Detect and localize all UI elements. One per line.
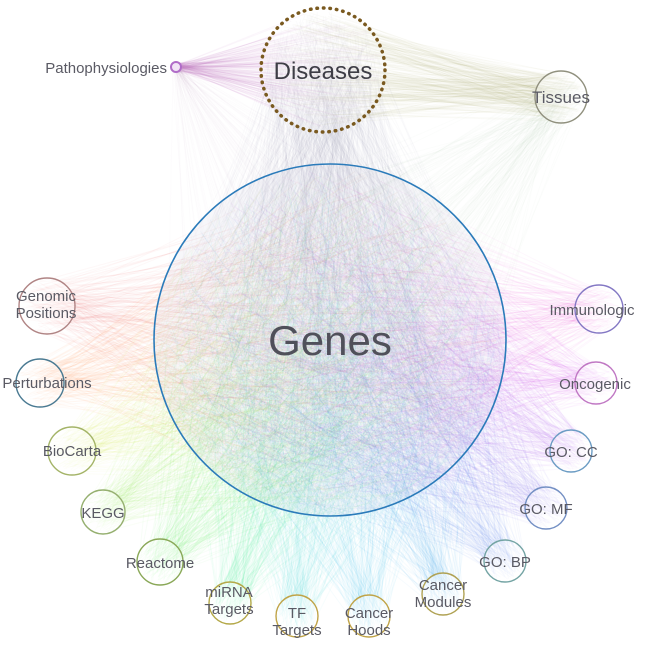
node-go_cc[interactable]: [549, 429, 593, 473]
node-genes[interactable]: [153, 163, 507, 517]
node-reactome-label: Reactome: [126, 555, 194, 572]
node-genes-label: Genes: [268, 317, 392, 364]
edge-bundle-oncogenic-genes: [175, 172, 616, 505]
node-oncogenic-label: Oncogenic: [559, 376, 631, 393]
edge-bundle-biocarta-genes: [50, 175, 497, 503]
node-cancer_hoods[interactable]: [347, 594, 391, 638]
node-tf_targets[interactable]: [275, 594, 319, 638]
node-immunologic-label: Immunologic: [549, 302, 635, 319]
edge-bundles: [17, 12, 621, 636]
edge-bundle-cancer_hoods-genes: [168, 173, 489, 636]
edge-bundle-mirna_targets-genes: [160, 183, 499, 622]
node-immunologic[interactable]: [574, 284, 624, 334]
node-kegg-label: KEGG: [81, 505, 124, 522]
node-biocarta-label: BioCarta: [43, 443, 102, 460]
node-perturbations[interactable]: [15, 358, 65, 408]
edge-bundle-go_cc-genes: [164, 183, 591, 495]
node-cancer_modules[interactable]: [421, 572, 465, 616]
edge-bundle-go_bp-genes: [168, 170, 526, 580]
node-diseases[interactable]: [259, 6, 387, 134]
edge-bundle-cancer_modules-genes: [159, 173, 498, 613]
node-kegg[interactable]: [80, 489, 126, 535]
node-tissues-label: Tissues: [532, 88, 590, 107]
node-mirna_targets[interactable]: [208, 581, 252, 625]
nodes: [15, 6, 624, 638]
edge-bundle-tf_targets-genes: [165, 178, 490, 636]
node-go_bp[interactable]: [483, 539, 527, 583]
edge-bundle-kegg-genes: [83, 181, 494, 533]
node-oncogenic[interactable]: [574, 361, 618, 405]
node-reactome[interactable]: [136, 538, 184, 586]
node-go_mf[interactable]: [524, 486, 568, 530]
node-biocarta[interactable]: [47, 426, 97, 476]
node-labels: Genes Diseases PathophysiologiesTissuesGen…: [2, 58, 635, 639]
edge-bundle-pathophysiologies-diseases: [171, 13, 382, 128]
edge-bundle-tissues-diseases: [264, 12, 585, 129]
edge-bundle-immunologic-genes: [164, 171, 621, 507]
node-go_bp-label: GO: BP: [479, 554, 531, 571]
node-diseases-label: Diseases: [274, 58, 373, 85]
edge-bundle-genomic_positions-genes: [22, 188, 499, 503]
node-perturbations-label: Perturbations: [2, 375, 91, 392]
node-tissues[interactable]: [534, 70, 588, 124]
node-go_cc-label: GO: CC: [544, 444, 598, 461]
node-pathophysiologies-label: Pathophysiologies: [45, 60, 167, 77]
node-go_mf-label: GO: MF: [519, 501, 572, 518]
edge-bundle-reactome-genes: [138, 175, 497, 584]
node-pathophysiologies[interactable]: [170, 61, 182, 73]
node-genomic_positions[interactable]: [18, 277, 76, 335]
